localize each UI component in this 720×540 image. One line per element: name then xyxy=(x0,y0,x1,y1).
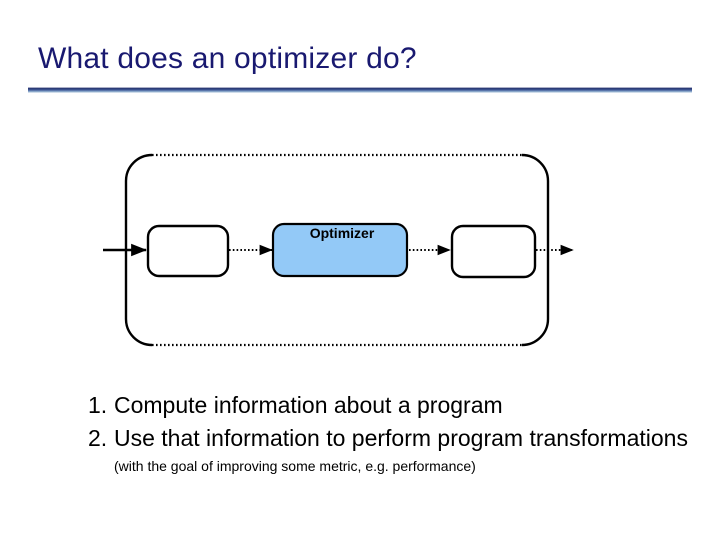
list-item: 2. Use that information to perform progr… xyxy=(88,422,688,455)
list-item-number: 2. xyxy=(88,425,108,451)
body-content: 1. Compute information about a program 2… xyxy=(88,389,688,476)
body-note: (with the goal of improving some metric,… xyxy=(114,458,476,474)
list-item-text: Compute information about a program xyxy=(114,392,503,418)
optimizer-box xyxy=(271,222,409,278)
container-corner-top-right xyxy=(521,153,550,182)
container-corner-bottom-left xyxy=(124,318,153,347)
list-item: 1. Compute information about a program xyxy=(88,389,688,422)
container-corner-bottom-right xyxy=(521,318,550,347)
page-title: What does an optimizer do? xyxy=(38,42,417,75)
list-item-number: 1. xyxy=(88,392,108,418)
output-box xyxy=(450,224,537,279)
diagram-outer-container xyxy=(124,153,550,347)
container-corner-top-left xyxy=(124,153,153,182)
title-underline-rule xyxy=(28,87,692,93)
input-box xyxy=(146,224,230,278)
list-item-text: Use that information to perform program … xyxy=(114,425,688,451)
optimizer-flow-diagram: Optimizer xyxy=(0,140,720,360)
